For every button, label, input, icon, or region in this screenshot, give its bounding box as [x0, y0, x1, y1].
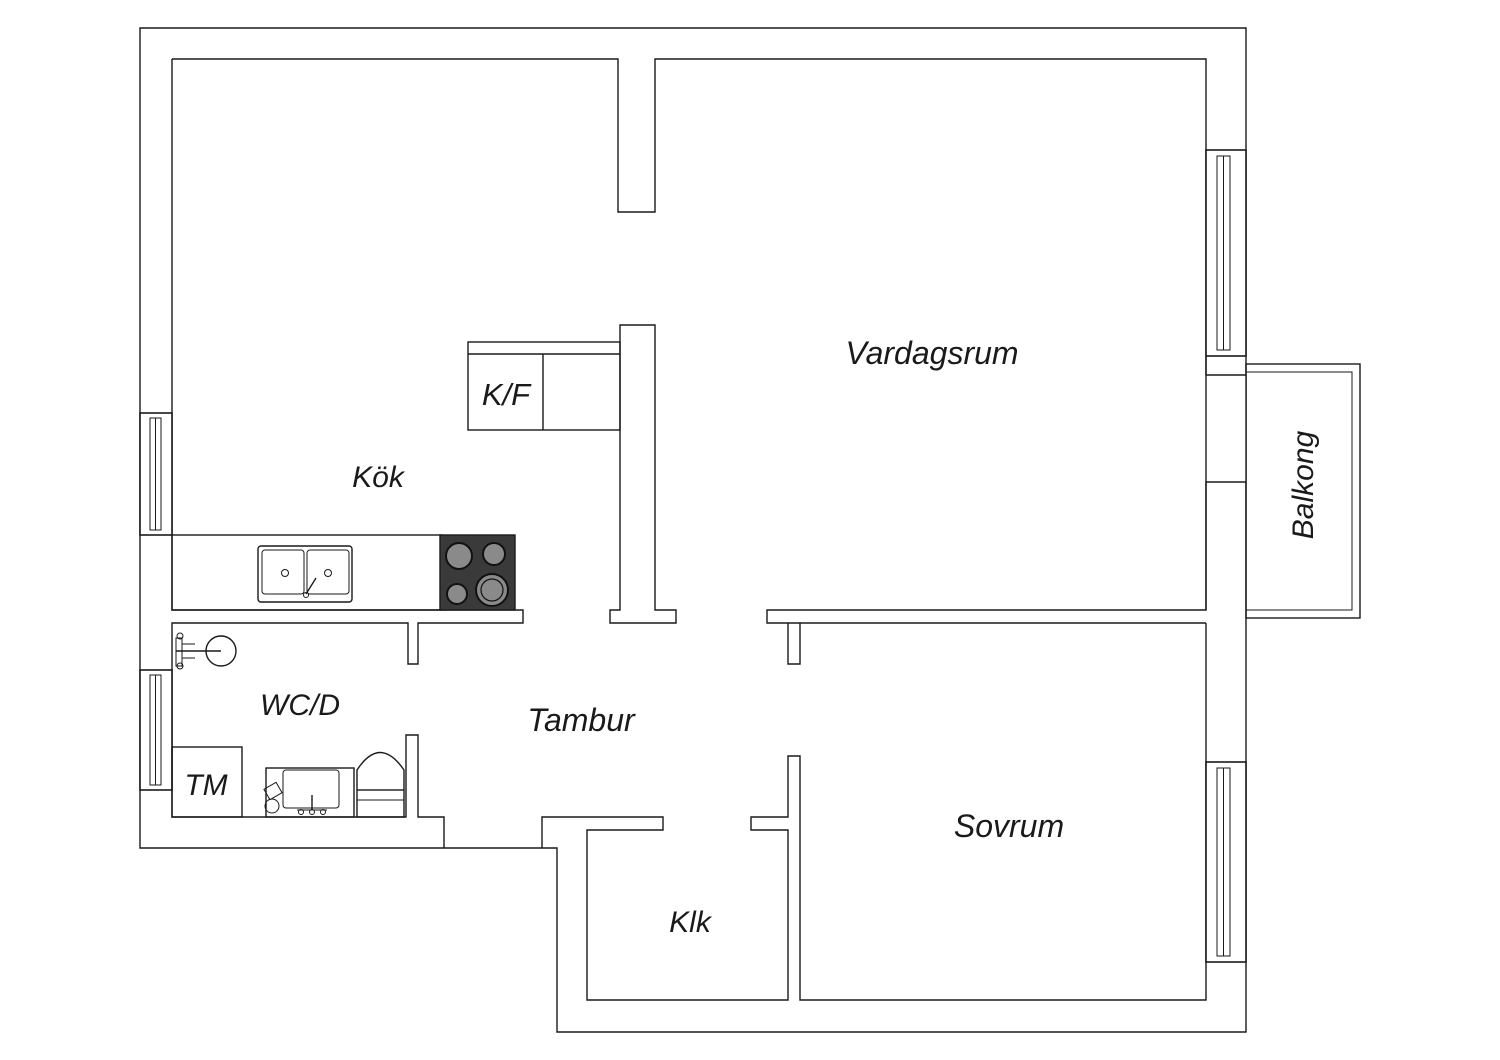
- room-label-bathroom: WC/D: [260, 689, 340, 722]
- balcony: [1245, 363, 1361, 619]
- bathroom-sink-icon: [263, 767, 355, 818]
- window-bathroom: [139, 669, 173, 791]
- room-label-bedroom: Sovrum: [954, 808, 1064, 844]
- fridge-freezer: [467, 341, 621, 431]
- room-label-balcony: Balkong: [1287, 430, 1320, 539]
- shower-icon: [175, 632, 237, 670]
- room-label-hallway: Tambur: [527, 702, 636, 738]
- kitchen-partition-wall: [609, 324, 677, 624]
- room-label-fridge-freezer: K/F: [482, 377, 532, 412]
- washing-machine: [171, 746, 243, 818]
- room-label-living-room: Vardagsrum: [845, 335, 1018, 371]
- window-living-room: [1205, 149, 1247, 357]
- balcony-door-opening: [1205, 356, 1246, 610]
- room-label-washing-machine: TM: [184, 769, 227, 802]
- kitchen-sink-icon: [257, 545, 353, 603]
- stove-icon: [439, 534, 516, 611]
- room-label-kitchen: Kök: [352, 461, 406, 494]
- window-kitchen: [139, 412, 173, 536]
- window-bedroom: [1205, 761, 1247, 963]
- room-label-closet: Klk: [669, 906, 713, 939]
- toilet-icon: [356, 752, 405, 818]
- outer-walls: [139, 27, 1247, 1033]
